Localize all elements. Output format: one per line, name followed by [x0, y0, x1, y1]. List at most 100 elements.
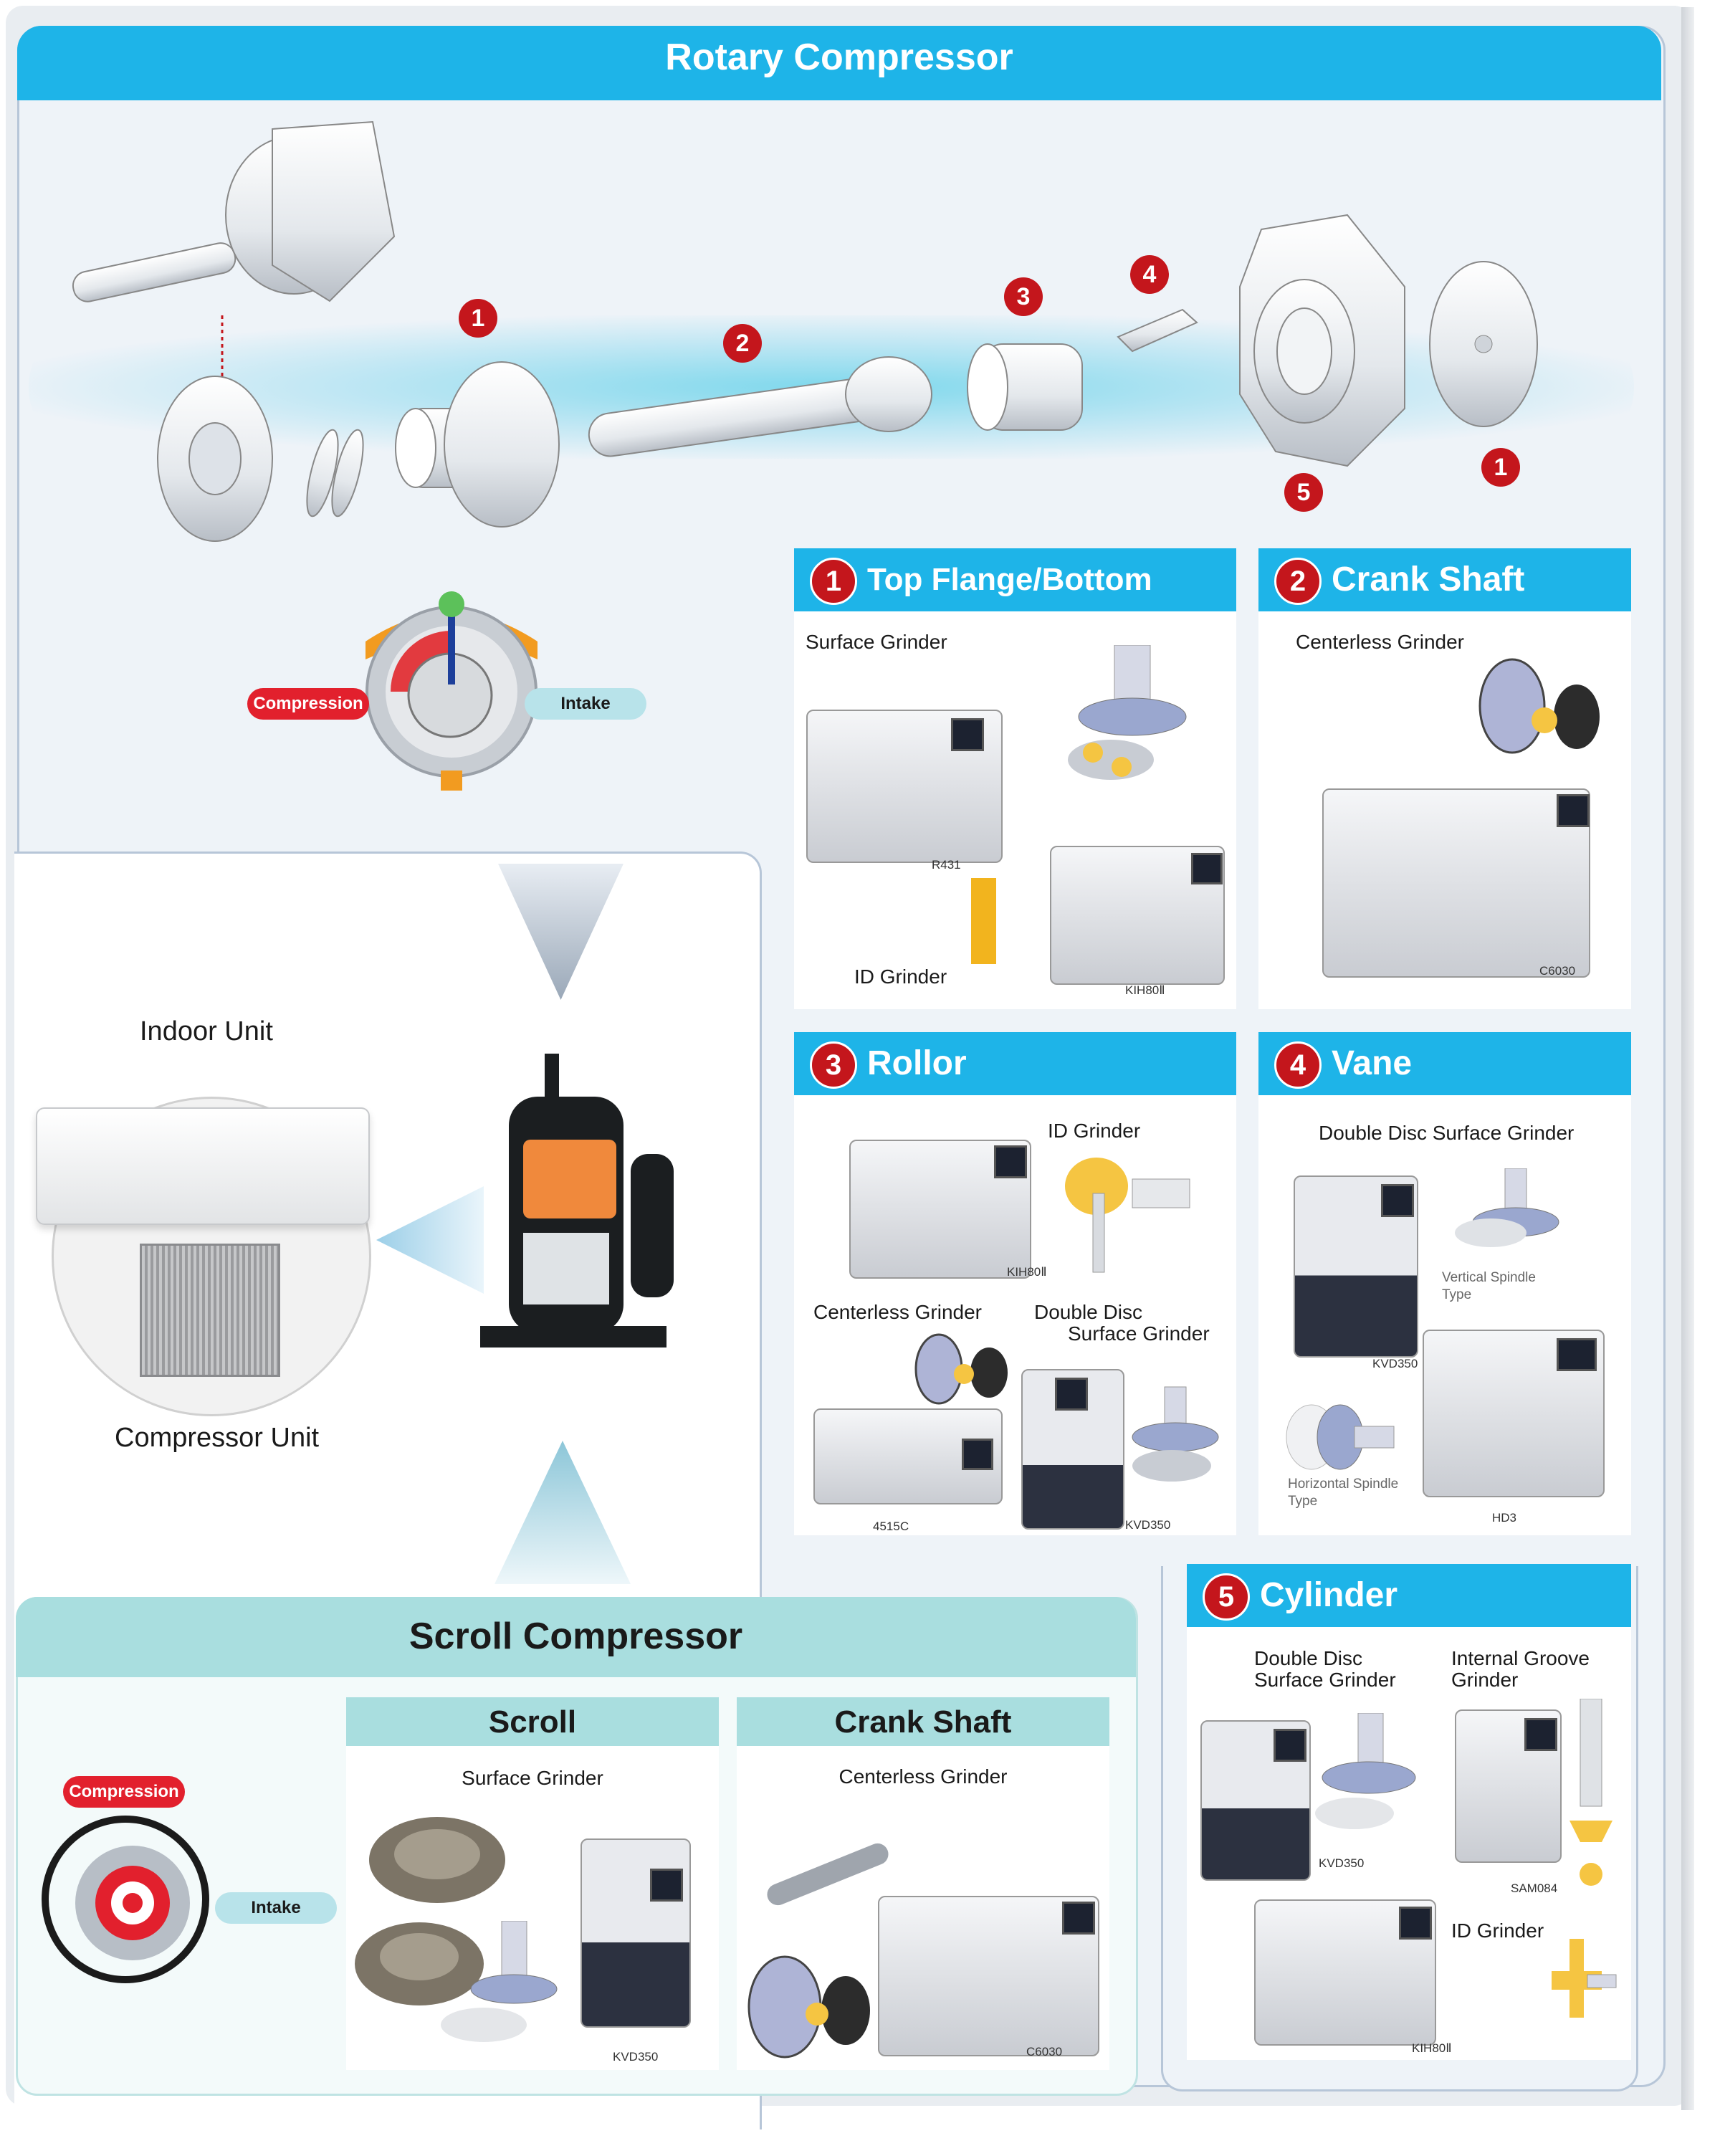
- cylinder-title: Cylinder: [1260, 1576, 1398, 1614]
- vane-machine-hd3: [1423, 1330, 1605, 1497]
- scroll-col-title: Scroll: [488, 1704, 577, 1740]
- flange-machine-kih80: [1050, 846, 1225, 985]
- cylinder-groove-diagram: [1570, 1699, 1612, 1886]
- flange-id-grinder-label: ID Grinder: [854, 965, 947, 988]
- rollor-disc-diagram: [1132, 1386, 1219, 1482]
- vane-title: Vane: [1332, 1044, 1413, 1082]
- vane-badge: 4: [1274, 1041, 1322, 1089]
- vane-double-disc-label: Double Disc Surface Grinder: [1319, 1122, 1575, 1144]
- scroll-parts-image: [355, 1817, 505, 2005]
- rollor-machine-kvd350: [1021, 1369, 1124, 1530]
- scroll-machine-c6030: [878, 1896, 1099, 2056]
- section-vane-header: 4 Vane: [1258, 1032, 1631, 1095]
- flange-badge: 1: [810, 558, 857, 606]
- cylinder-machine-sam084: [1455, 1709, 1562, 1863]
- compressor-photo: [480, 1054, 674, 1348]
- scroll-crank-centerless-diagram: [747, 1955, 870, 2059]
- scroll-crank-sub: Centerless Grinder: [838, 1765, 1008, 1788]
- scroll-col-header: [346, 1697, 719, 1746]
- cylinder-id-grinder-label: ID Grinder: [1451, 1919, 1544, 1942]
- cylinder-double-disc-b: Surface Grinder: [1254, 1669, 1396, 1691]
- rollor-model-kvd350: KVD350: [1125, 1518, 1171, 1532]
- crank-centerless-grinder-label: Centerless Grinder: [1296, 631, 1464, 653]
- rotary-title: Rotary Compressor: [665, 37, 1013, 78]
- rotary-intake-label: Intake: [525, 688, 646, 720]
- flange-machine-r431: [806, 710, 1003, 863]
- cylinder-internal-groove-a: Internal Groove: [1451, 1647, 1590, 1669]
- rollor-machine-4515c: [813, 1408, 1003, 1504]
- cylinder-model-kvd350: KVD350: [1319, 1856, 1365, 1870]
- rollor-double-disc-label-b: Surface Grinder: [1068, 1322, 1210, 1345]
- rollor-model-4515c: 4515C: [873, 1520, 909, 1533]
- cylinder-disc-diagram: [1315, 1713, 1416, 1829]
- cylinder-double-disc-a: Double Disc: [1254, 1647, 1362, 1669]
- vane-model-kvd350: KVD350: [1372, 1357, 1418, 1370]
- callout-5-cylinder: 5: [1284, 473, 1323, 512]
- vane-model-hd3: HD3: [1492, 1511, 1517, 1525]
- scroll-spiral-diagram: [42, 1816, 209, 1983]
- cylinder-internal-groove-b: Grinder: [1451, 1669, 1519, 1691]
- scroll-crank-shaft-image: [767, 1843, 889, 1906]
- outdoor-unit-image: [140, 1244, 280, 1377]
- indoor-unit-label: Indoor Unit: [140, 1016, 273, 1046]
- scroll-machine-kvd350: [580, 1838, 691, 2028]
- vane-horizontal-label-a: Horizontal Spindle: [1288, 1477, 1399, 1492]
- crank-machine-c6030: [1322, 788, 1590, 978]
- rollor-id-grinder-label: ID Grinder: [1048, 1120, 1141, 1142]
- rollor-centerless-diagram: [914, 1333, 1008, 1405]
- assembly-top-left: [72, 120, 396, 302]
- flange-surface-grinder-label: Surface Grinder: [806, 631, 947, 653]
- flange-model-r431: R431: [932, 858, 961, 872]
- rotary-compression-label: Compression: [247, 688, 369, 720]
- vane-vertical-label-a: Vertical Spindle: [1442, 1270, 1536, 1285]
- flange-id-diagram: [971, 878, 996, 964]
- vane-vertical-label-b: Type: [1442, 1287, 1472, 1302]
- exploded-parts-illustration: [72, 120, 1538, 542]
- vane-vertical-diagram: [1455, 1168, 1559, 1247]
- callout-4-vane: 4: [1130, 255, 1169, 294]
- rollor-machine-kih80: [849, 1140, 1031, 1279]
- rollor-double-disc-label-a: Double Disc: [1034, 1301, 1142, 1323]
- scroll-title: Scroll Compressor: [408, 1616, 743, 1657]
- flange-model-kih80: KIH80Ⅱ: [1125, 983, 1165, 997]
- cylinder-badge: 5: [1203, 1573, 1250, 1621]
- cylinder-model-sam084: SAM084: [1511, 1881, 1558, 1895]
- scroll-crank-title: Crank Shaft: [834, 1704, 1012, 1740]
- scroll-crank-header: [737, 1697, 1109, 1746]
- page-shadow: [1681, 7, 1694, 2110]
- vane-horizontal-label-b: Type: [1288, 1494, 1318, 1509]
- rotary-compression-diagram: [366, 591, 538, 791]
- scroll-compression-label: Compression: [63, 1776, 185, 1808]
- scroll-header: [16, 1597, 1136, 1677]
- indoor-unit-image: [36, 1107, 370, 1225]
- cylinder-machine-kvd350: [1200, 1720, 1311, 1881]
- scroll-intake-label: Intake: [215, 1892, 337, 1924]
- cylinder-model-kih80: KIH80Ⅱ: [1412, 2041, 1452, 2055]
- rollor-title: Rollor: [867, 1044, 967, 1082]
- scroll-disc-diagram: [441, 1921, 558, 2042]
- flange-title: Top Flange/Bottom Flange: [794, 562, 1152, 660]
- scroll-col-sub: Surface Grinder: [462, 1767, 603, 1789]
- rotary-header: [17, 26, 1661, 100]
- callout-1-flange: 1: [459, 299, 497, 338]
- rollor-model-kih80: KIH80Ⅱ: [1007, 1265, 1047, 1279]
- flange-surface-diagram: [1068, 645, 1187, 780]
- rollor-id-diagram: [1065, 1158, 1190, 1273]
- scroll-model-kvd350: KVD350: [613, 2050, 659, 2064]
- callout-1-flange-right: 1: [1481, 448, 1520, 487]
- compressor-unit-label: Compressor Unit: [115, 1423, 320, 1453]
- scroll-model-c6030: C6030: [1026, 2045, 1063, 2059]
- rollor-centerless-label: Centerless Grinder: [813, 1301, 982, 1323]
- section-cylinder-header: 5 Cylinder: [1187, 1564, 1631, 1627]
- vane-horizontal-diagram: [1286, 1404, 1395, 1470]
- cylinder-id-diagram: [1552, 1939, 1617, 2018]
- crank-centerless-diagram: [1478, 658, 1600, 754]
- crank-title: Crank Shaft: [1332, 561, 1525, 598]
- section-crank-header: 2 Crank Shaft: [1258, 548, 1631, 611]
- cylinder-machine-kih80: [1254, 1899, 1436, 2046]
- callout-2-crank: 2: [723, 324, 762, 363]
- crank-model-c6030: C6030: [1539, 964, 1576, 978]
- crank-badge: 2: [1274, 558, 1322, 606]
